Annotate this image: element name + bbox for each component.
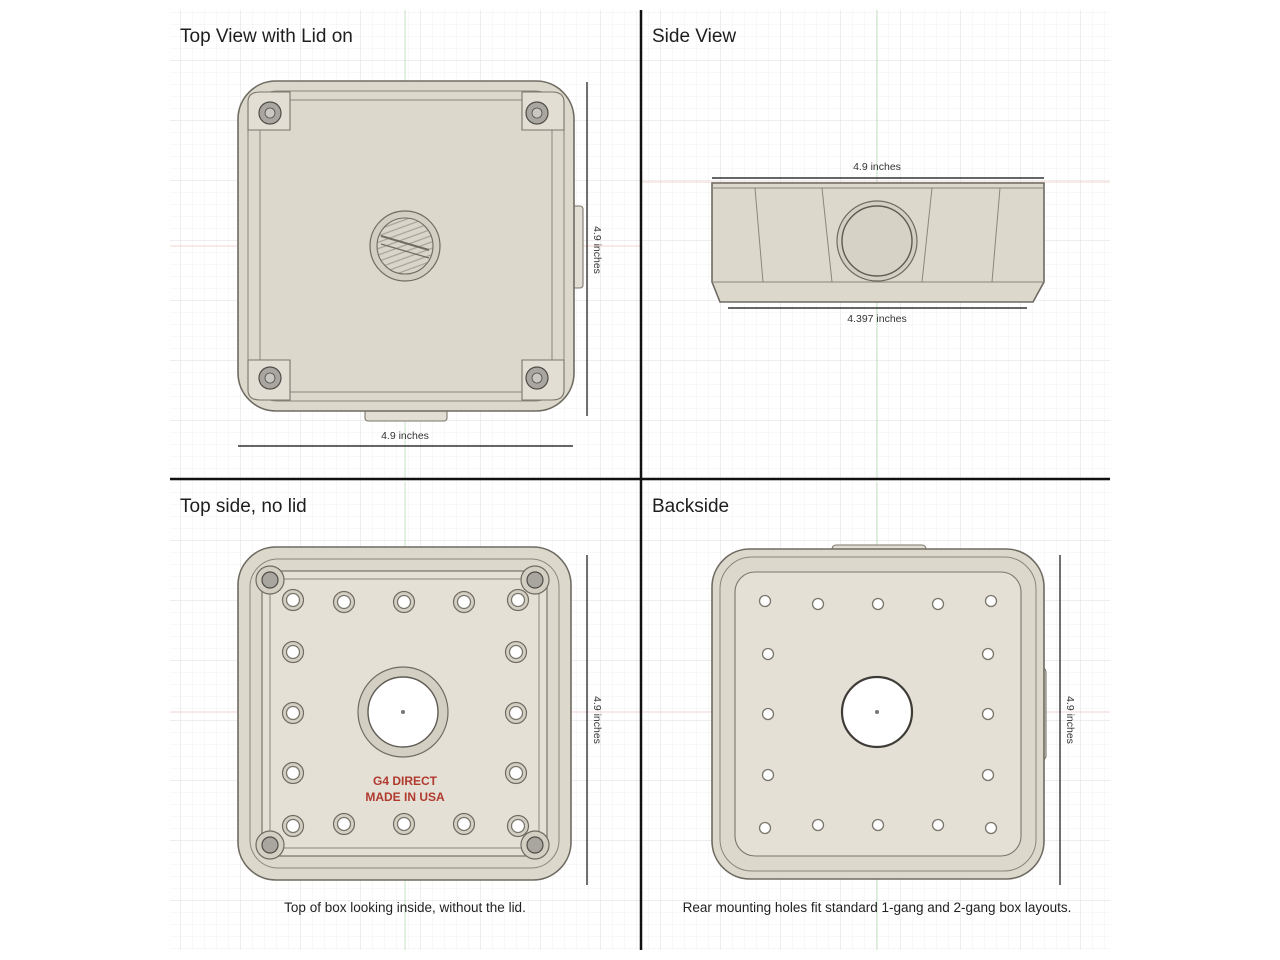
- mounting-hole: [285, 592, 301, 608]
- mounting-hole: [984, 594, 998, 608]
- mounting-hole: [811, 597, 825, 611]
- brand-text-line2: MADE IN USA: [365, 790, 445, 804]
- corner-screw-boss-icon: [520, 565, 550, 595]
- mounting-hole: [285, 644, 301, 660]
- mounting-hole: [761, 707, 775, 721]
- mounting-holes: [281, 588, 530, 838]
- mounting-hole: [508, 765, 524, 781]
- width-dimension-label: 4.9 inches: [381, 430, 429, 442]
- mounting-hole: [981, 768, 995, 782]
- corner-screw-icon: [258, 101, 282, 125]
- height-dimension-label: 4.9 inches: [1064, 696, 1076, 744]
- corner-screw-boss-icon: [255, 830, 285, 860]
- corner-screw-boss-icon: [255, 565, 285, 595]
- center-plug-icon: [369, 210, 441, 282]
- panel-title: Top View with Lid on: [180, 26, 353, 47]
- mounting-hole: [510, 818, 526, 834]
- panel-top-no-lid: Top side, no lid G4 DIRECT MADE IN USA 4…: [180, 496, 603, 915]
- bottom-width-dimension-label: 4.397 inches: [847, 313, 907, 325]
- mounting-hole: [761, 768, 775, 782]
- mounting-hole: [336, 816, 352, 832]
- mounting-hole: [984, 821, 998, 835]
- center-knockout-icon: [357, 666, 449, 758]
- mounting-hole: [758, 594, 772, 608]
- mounting-hole: [981, 647, 995, 661]
- mounting-holes: [758, 594, 998, 835]
- mounting-hole: [758, 821, 772, 835]
- mounting-hole: [871, 818, 885, 832]
- center-knockout-icon: [840, 675, 914, 749]
- brand-text-line1: G4 DIRECT: [373, 774, 438, 788]
- mounting-hole: [285, 818, 301, 834]
- panel-title: Backside: [652, 496, 729, 517]
- mounting-hole: [456, 594, 472, 610]
- corner-screw-icon: [258, 366, 282, 390]
- mounting-hole: [285, 705, 301, 721]
- mounting-hole: [811, 818, 825, 832]
- caption: Top of box looking inside, without the l…: [284, 900, 526, 915]
- corner-screw-boss-icon: [520, 830, 550, 860]
- panel-backside: Backside 4.9 inches Rear mounting holes …: [652, 496, 1076, 915]
- mounting-hole: [981, 707, 995, 721]
- mounting-hole: [510, 592, 526, 608]
- mounting-hole: [336, 594, 352, 610]
- mounting-hole: [508, 705, 524, 721]
- height-dimension-label: 4.9 inches: [591, 226, 603, 274]
- panel-side-view: Side View 4.9 inches 4.397 inches: [652, 26, 1045, 325]
- panel-top-view-lid: Top View with Lid on: [180, 26, 603, 447]
- mounting-hole: [931, 818, 945, 832]
- caption: Rear mounting holes fit standard 1-gang …: [683, 900, 1072, 915]
- mounting-hole: [931, 597, 945, 611]
- corner-screw-icon: [525, 101, 549, 125]
- mounting-hole: [396, 816, 412, 832]
- mounting-hole: [871, 597, 885, 611]
- mounting-hole: [761, 647, 775, 661]
- height-dimension-label: 4.9 inches: [591, 696, 603, 744]
- mounting-hole: [396, 594, 412, 610]
- mounting-hole: [508, 644, 524, 660]
- panel-title: Top side, no lid: [180, 496, 307, 517]
- mounting-hole: [285, 765, 301, 781]
- conduit-port-icon: [836, 200, 918, 282]
- mounting-hole: [456, 816, 472, 832]
- corner-screw-icon: [525, 366, 549, 390]
- panel-title: Side View: [652, 26, 736, 47]
- top-width-dimension-label: 4.9 inches: [853, 161, 901, 173]
